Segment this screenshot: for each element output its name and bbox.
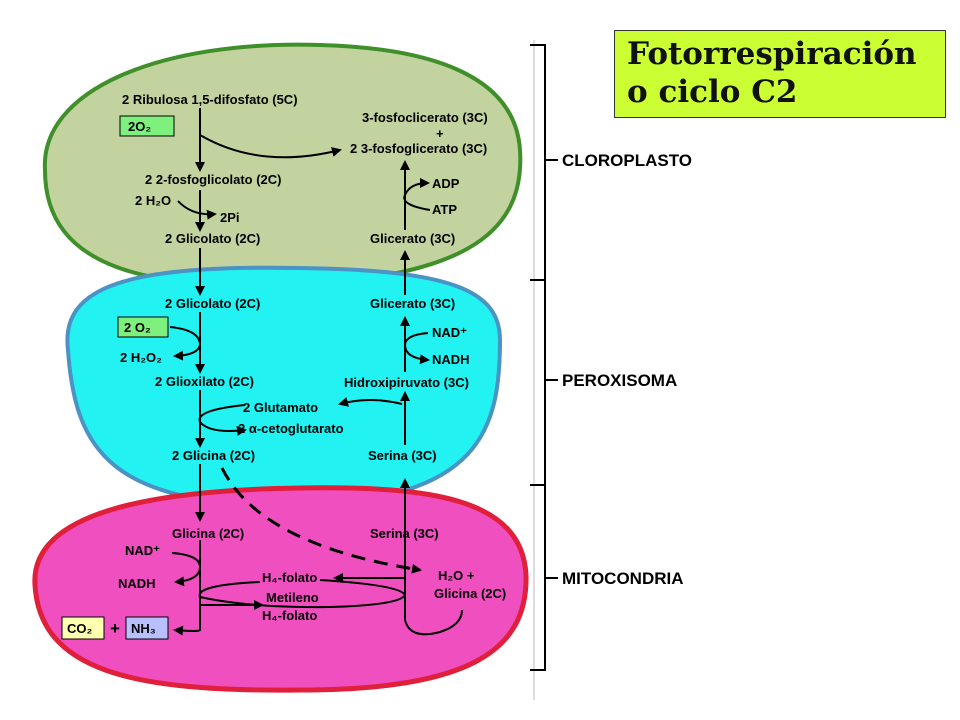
glycerate-chl-label: Glicerato (3C) <box>370 231 455 246</box>
arrow <box>199 134 342 159</box>
glycine-mit-label: Glicina (2C) <box>172 526 244 541</box>
title-line-2: o ciclo C2 <box>627 74 798 110</box>
mitochondria-compartment <box>32 485 529 693</box>
pglycolate-label: 2 2-fosfoglicolato (2C) <box>145 172 282 187</box>
nad-per-label: NAD⁺ <box>432 325 467 340</box>
arrow <box>173 625 201 636</box>
arrow <box>198 404 247 436</box>
hydroxypyruvate-label: Hidroxipiruvato (3C) <box>344 375 469 390</box>
pg3b-label: 2 3-fosfoglicerato (3C) <box>350 141 487 156</box>
nadh-per-label: NADH <box>432 352 470 367</box>
o2-box-per <box>117 316 169 338</box>
label-peroxisome: PEROXISOMA <box>562 371 677 390</box>
serine-mit-label: Serina (3C) <box>370 526 439 541</box>
nh3-box <box>125 616 169 640</box>
glycerate-per-label: Glicerato (3C) <box>370 296 455 311</box>
glycine2-mit-label: Glicina (2C) <box>434 586 506 601</box>
methylene-label-2: H₄-folato <box>262 608 317 623</box>
glycolate-chl-label: 2 Glicolato (2C) <box>165 231 260 246</box>
h2o-mit-label: H₂O + <box>438 568 475 583</box>
o2-box <box>119 115 175 137</box>
thf-label: H₄-folato <box>262 570 317 585</box>
atp-label: ATP <box>432 202 457 217</box>
pg3a-label: 3-fosfoclicerato (3C) <box>362 110 488 125</box>
h2o-label: 2 H₂O <box>135 193 171 208</box>
serine-per-label: Serina (3C) <box>368 448 437 463</box>
label-mitochondria: MITOCONDRIA <box>562 569 684 588</box>
co2-label: CO₂ <box>67 621 93 636</box>
ketoglutarate-label: 2 α-cetoglutarato <box>238 421 344 436</box>
glyoxylate-label: 2 Glioxilato (2C) <box>155 374 254 389</box>
methylene-label-1: Metileno <box>266 590 319 605</box>
plus-mit-label: + <box>110 619 120 638</box>
glutamate-label: 2 Glutamato <box>243 400 318 415</box>
o2-per-label: 2 O₂ <box>124 320 151 335</box>
arrow <box>403 332 430 365</box>
glycine-per-label: 2 Glicina (2C) <box>172 448 255 463</box>
pi-label: 2Pi <box>220 210 240 225</box>
arrow <box>404 609 463 636</box>
dashed-arrow <box>220 467 422 574</box>
label-chloroplast: CLOROPLASTO <box>562 151 692 170</box>
plus-label: + <box>436 126 444 141</box>
title-box: Fotorrespiración o ciclo C2 <box>614 30 946 118</box>
nh3-label: NH₃ <box>131 621 156 636</box>
adp-label: ADP <box>432 176 460 191</box>
chloroplast-compartment <box>42 42 523 288</box>
h2o2-label: 2 H₂O₂ <box>120 350 162 365</box>
arrow <box>177 200 217 220</box>
glycolate-per-label: 2 Glicolato (2C) <box>165 296 260 311</box>
title-line-1: Fotorrespiración <box>627 36 917 72</box>
folate-cycle <box>198 579 407 609</box>
compartment-bracket <box>530 44 546 671</box>
arrow <box>403 178 431 211</box>
nad-mit-label: NAD⁺ <box>125 543 160 558</box>
nadh-mit-label: NADH <box>118 576 156 591</box>
arrow <box>169 326 202 361</box>
o2-label: 2O₂ <box>128 119 151 134</box>
arrow <box>171 552 202 587</box>
co2-box <box>61 616 105 640</box>
arrow <box>338 397 403 407</box>
rubp-label: 2 Ribulosa 1,5-difosfato (5C) <box>122 92 298 107</box>
